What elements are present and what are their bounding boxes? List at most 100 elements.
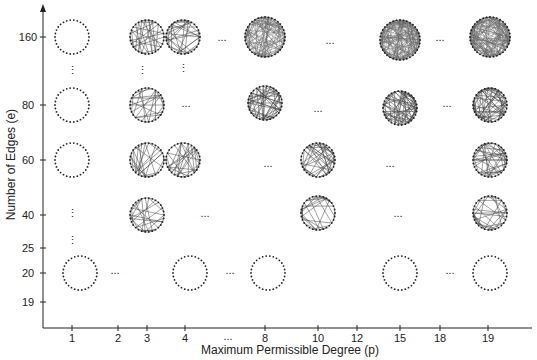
- graph-vertex: [474, 23, 476, 25]
- graph-vertex: [329, 225, 331, 227]
- graph-vertex: [506, 156, 508, 158]
- graph-edge: [411, 108, 417, 121]
- graph-vertex: [144, 197, 146, 199]
- graph-vertex: [399, 19, 401, 21]
- graph-vertex: [199, 163, 201, 165]
- graph-vertex: [326, 197, 328, 199]
- graph-edge: [149, 198, 164, 211]
- graph-vertex: [385, 262, 387, 264]
- graph-vertex: [478, 285, 480, 287]
- graph-vertex: [56, 97, 58, 99]
- graph-edge: [409, 93, 417, 104]
- graph-vertex: [498, 197, 500, 199]
- graph-vertex: [166, 40, 168, 42]
- graph-vertex: [198, 43, 200, 45]
- graph-vertex: [498, 287, 500, 289]
- graph-vertex: [162, 29, 164, 31]
- graph-vertex: [64, 279, 66, 281]
- graph-vertex: [163, 218, 165, 220]
- graph-edge: [307, 198, 327, 200]
- graph-vertex: [66, 88, 68, 90]
- graph-edge: [471, 30, 497, 56]
- graph-vertex: [177, 52, 179, 54]
- graph-vertex: [474, 279, 476, 281]
- graph-vertex: [504, 49, 506, 51]
- graph-vertex: [312, 175, 314, 177]
- tick-mark: [440, 325, 441, 331]
- graph-vertex: [84, 288, 86, 290]
- graph-vertex: [498, 144, 500, 146]
- graph-edge: [172, 147, 195, 172]
- graph-vertex: [63, 51, 65, 53]
- graph-vertex: [151, 88, 153, 90]
- graph-vertex: [198, 152, 200, 154]
- graph-vertex: [69, 53, 71, 55]
- graph-rim: [130, 143, 164, 177]
- graph-vertex: [475, 114, 477, 116]
- graph-edge: [270, 87, 279, 93]
- graph-vertex: [489, 16, 491, 18]
- graph-vertex: [494, 120, 496, 122]
- graph-edge: [132, 95, 134, 112]
- graph-edge: [136, 89, 153, 93]
- graph-vertex: [277, 51, 279, 53]
- graph-vertex: [478, 260, 480, 262]
- graph-vertex: [384, 279, 386, 281]
- ellipsis: ...: [223, 330, 232, 342]
- graph-vertex: [184, 176, 186, 178]
- graph-vertex: [487, 142, 489, 144]
- graph-vertex: [73, 53, 75, 55]
- graph-vertex: [271, 55, 273, 57]
- graph-vertex: [262, 288, 264, 290]
- graph-edge: [136, 115, 161, 118]
- graph-vertex: [131, 152, 133, 154]
- tick-mark: [40, 105, 46, 106]
- graph-vertex: [388, 120, 390, 122]
- graph-vertex: [167, 166, 169, 168]
- graph-vertex: [56, 111, 58, 113]
- graph-vertex: [148, 197, 150, 199]
- graph-vertex: [56, 152, 58, 154]
- graph-vertex: [66, 120, 68, 122]
- graph-vertex: [484, 228, 486, 230]
- graph-vertex: [174, 144, 176, 146]
- graph-vertex: [69, 142, 71, 144]
- graph-edge: [383, 105, 413, 119]
- graph-edge: [132, 208, 134, 225]
- tick-label: 19: [22, 296, 34, 308]
- graph-vertex: [505, 265, 507, 267]
- graph-edge: [301, 217, 316, 230]
- graph-vertex: [253, 282, 255, 284]
- graph-vertex: [261, 56, 263, 58]
- graph-vertex: [401, 124, 403, 126]
- graph-vertex: [396, 19, 398, 21]
- graph-edge: [301, 145, 326, 163]
- graph-vertex: [382, 29, 384, 31]
- graph-vertex: [88, 159, 90, 161]
- graph-vertex: [249, 95, 251, 97]
- graph-circle: [247, 85, 283, 121]
- graph-rim: [301, 143, 335, 177]
- graph-vertex: [191, 255, 193, 257]
- graph-vertex: [474, 219, 476, 221]
- graph-vertex: [281, 262, 283, 264]
- graph-vertex: [334, 163, 336, 165]
- graph-vertex: [281, 106, 283, 108]
- graph-edge: [380, 33, 419, 36]
- tick-mark: [118, 325, 119, 331]
- graph-edge: [130, 157, 145, 177]
- graph-vertex: [158, 172, 160, 174]
- graph-edge: [166, 22, 174, 40]
- graph-edge: [380, 27, 384, 43]
- graph-vertex: [244, 33, 246, 35]
- graph-edge: [477, 22, 510, 41]
- graph-vertex: [281, 282, 283, 284]
- ellipsis: ...: [325, 34, 334, 46]
- graph-vertex: [326, 174, 328, 176]
- graph-vertex: [158, 117, 160, 119]
- graph-vertex: [184, 19, 186, 21]
- graph-vertex: [385, 282, 387, 284]
- graph-vertex: [412, 24, 414, 26]
- ellipsis: ⋮: [67, 207, 78, 219]
- graph-vertex: [484, 88, 486, 90]
